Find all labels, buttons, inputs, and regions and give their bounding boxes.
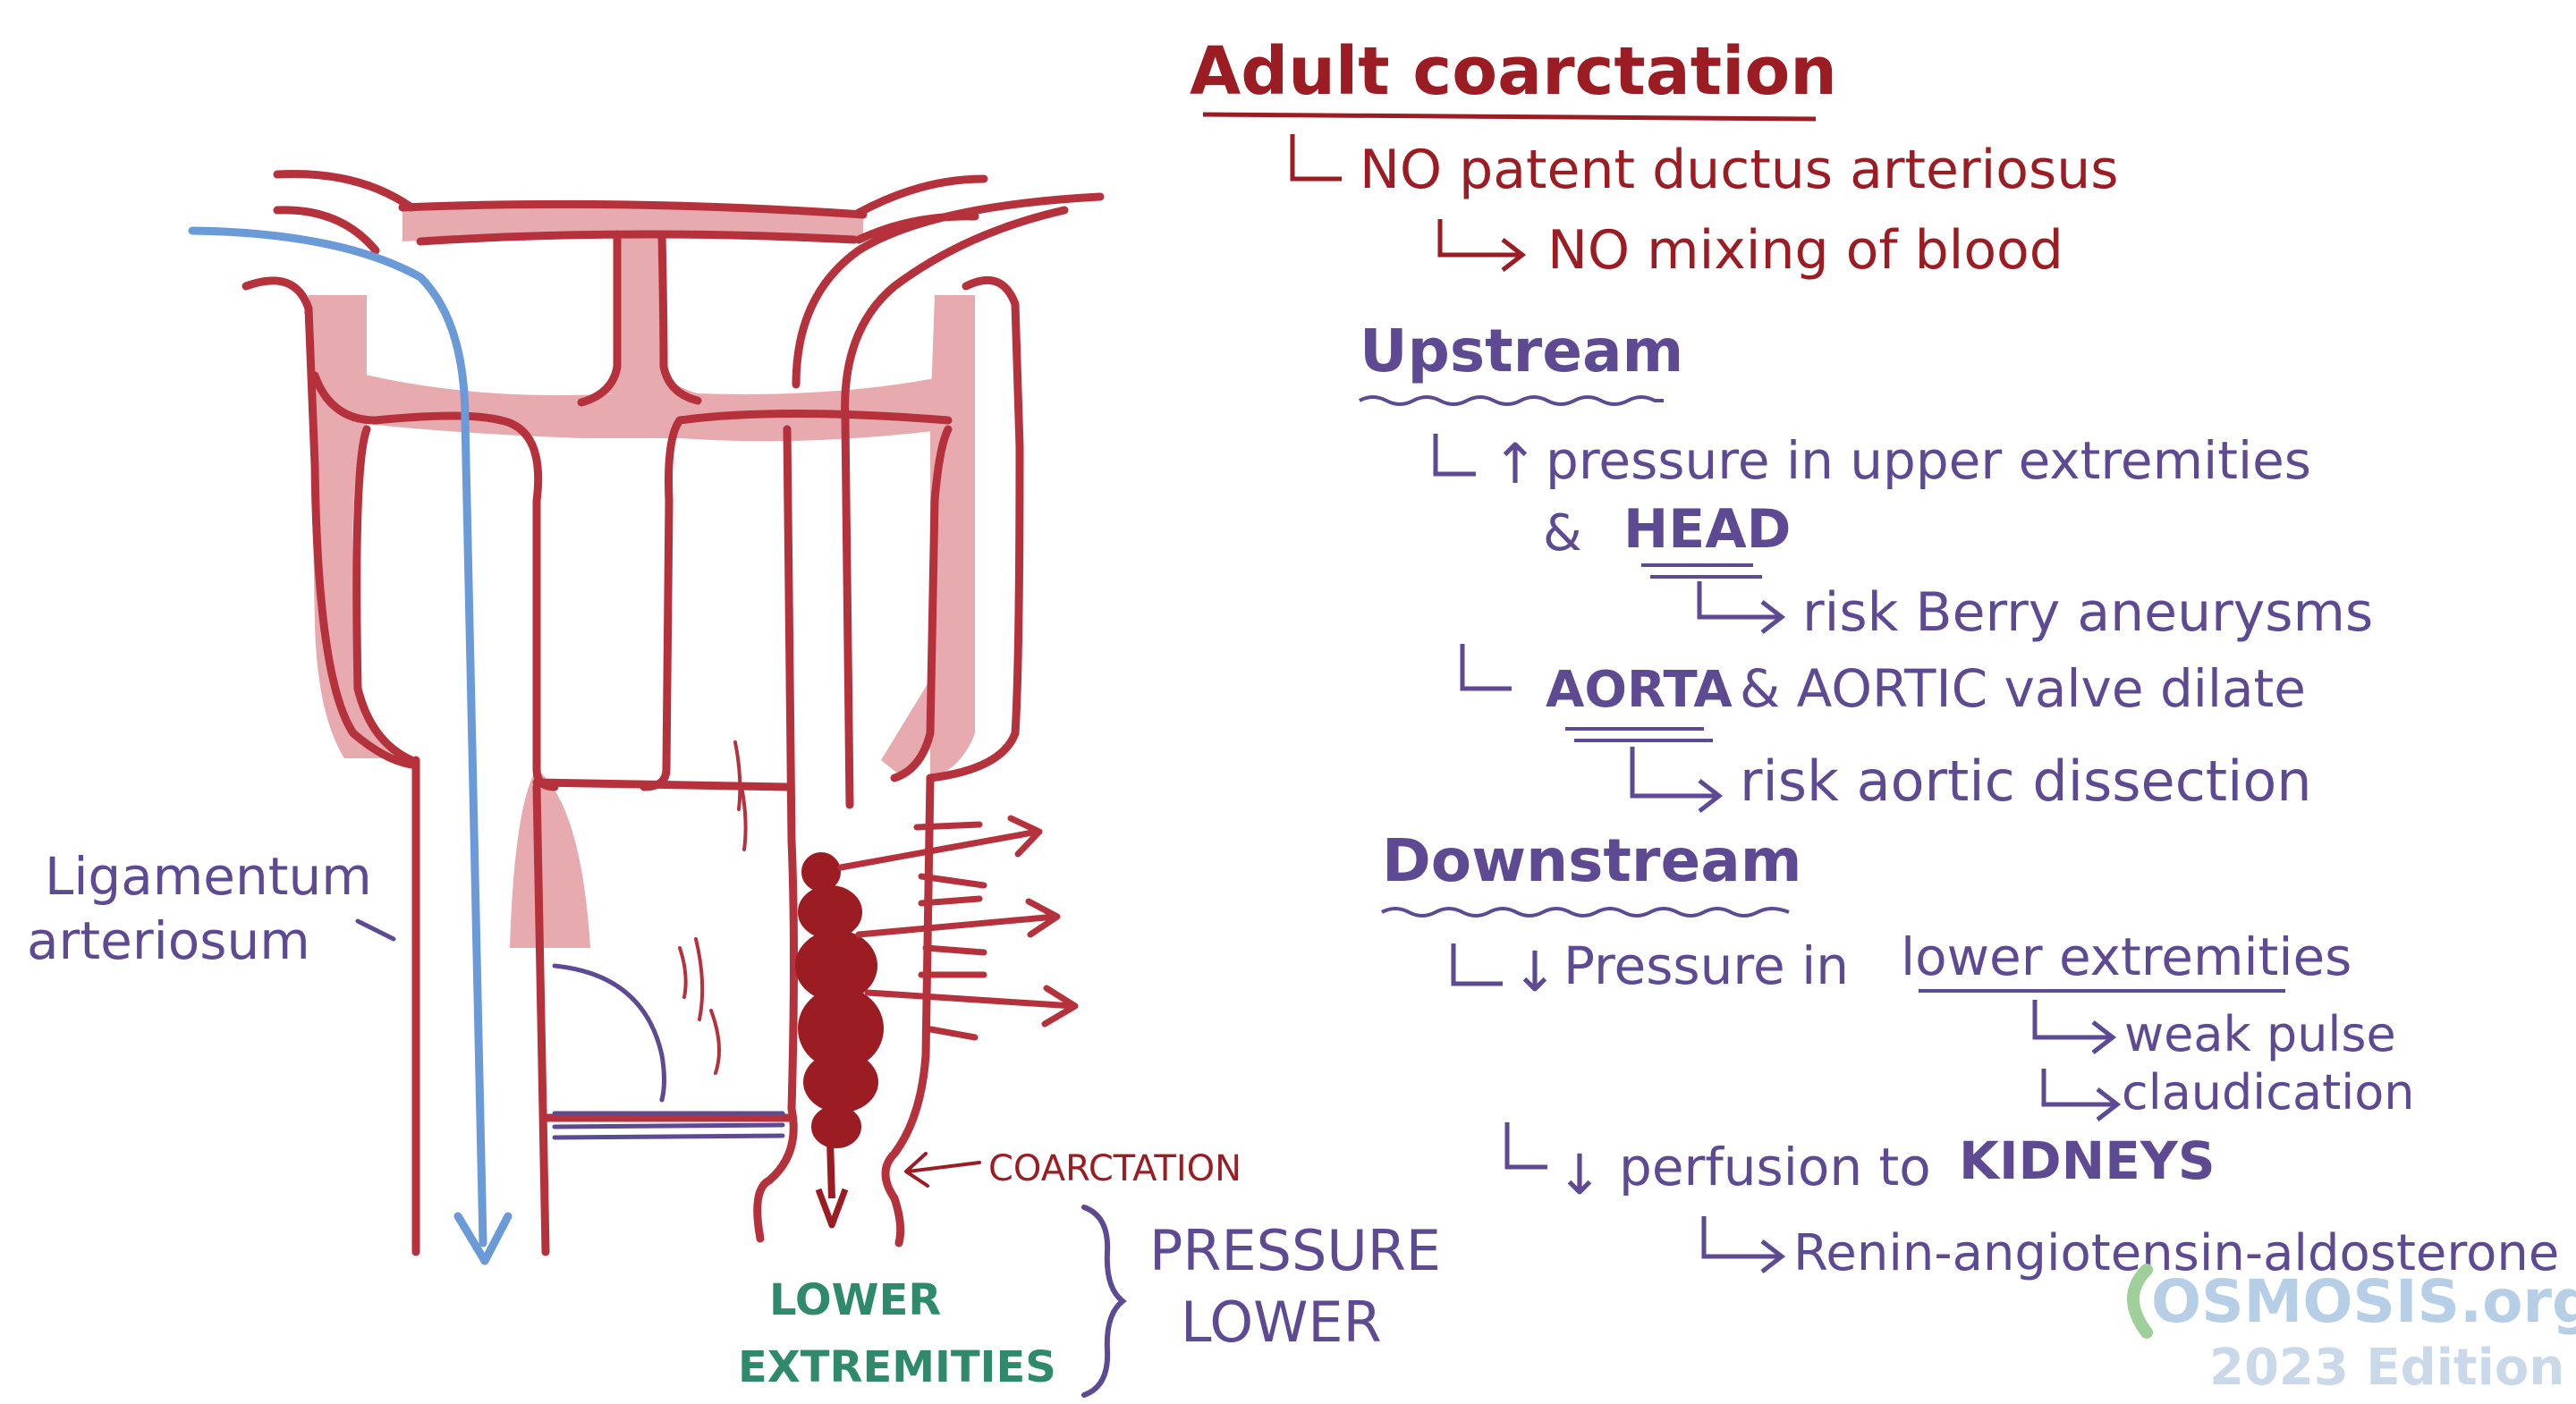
osmosis-logo-icon	[2127, 1264, 2153, 1339]
ligamentum-arteriosum	[355, 918, 785, 1140]
vessel-outlines	[242, 170, 1105, 1256]
head-underline	[1641, 563, 1762, 579]
downstream-underline	[1381, 907, 1790, 918]
lower-extremities-label-2: EXTREMITIES	[738, 1342, 1056, 1392]
pressure-lower-label-1: PRESSURE	[1149, 1218, 1441, 1283]
pressure-upper-note: pressure in upper extremities	[1546, 430, 2311, 491]
coarctation-pointer-arrow	[904, 1152, 981, 1188]
arrow-right-icon	[1701, 1216, 1786, 1273]
upstream-heading: Upstream	[1360, 317, 1683, 385]
vessel-fills	[309, 204, 975, 948]
branch-icon	[1460, 644, 1512, 691]
claudication-note: claudication	[2122, 1064, 2415, 1121]
arrow-right-icon	[1437, 219, 1527, 272]
aortic-valve-note: & AORTIC valve dilate	[1740, 658, 2306, 719]
arrow-right-icon	[2041, 1069, 2122, 1121]
lower-extremities-label-1: LOWER	[769, 1275, 941, 1325]
pressure-lower-note: Pressure in	[1563, 935, 1849, 996]
aorta-note: AORTA	[1546, 661, 1733, 719]
branch-icon	[1433, 434, 1476, 477]
turbulence-arrows	[837, 815, 1079, 1041]
arrow-right-icon	[1630, 747, 1724, 813]
aorta-underline	[1565, 727, 1713, 742]
no-mixing-note: NO mixing of blood	[1547, 219, 2063, 282]
blood-flow-arrow	[188, 226, 513, 1265]
branch-icon	[1290, 134, 1342, 182]
raas-note: Renin-angiotensin-aldosterone	[1793, 1224, 2559, 1282]
coarctation-label: COARCTATION	[988, 1148, 1241, 1189]
page-title: Adult coarctation	[1190, 33, 1837, 110]
title-underline	[1202, 112, 1817, 122]
watermark-brand: OSMOSIS.org	[2151, 1267, 2576, 1336]
no-pda-note: NO patent ductus arteriosus	[1360, 139, 2119, 201]
head-note: HEAD	[1623, 498, 1791, 561]
branch-icon	[1451, 943, 1503, 986]
upstream-underline	[1359, 395, 1664, 406]
downstream-heading: Downstream	[1382, 826, 1802, 895]
perfusion-note: perfusion to	[1619, 1137, 1931, 1197]
vessel-strain-marks	[678, 740, 748, 1075]
down-arrow-icon: ↓	[1512, 939, 1558, 1004]
branch-icon	[1504, 1122, 1547, 1170]
weak-pulse-note: weak pulse	[2124, 1006, 2396, 1062]
berry-aneurysm-note: risk Berry aneurysms	[1802, 581, 2373, 644]
ligamentum-label-2: arteriosum	[27, 910, 310, 971]
pressure-brace	[1081, 1205, 1127, 1398]
aortic-dissection-note: risk aortic dissection	[1740, 749, 2312, 814]
ampersand: &	[1543, 504, 1582, 562]
coarctation-narrowing	[795, 852, 884, 1229]
watermark-edition: 2023 Edition	[2209, 1339, 2564, 1397]
notes-panel: Adult coarctation NO patent ductus arter…	[1190, 33, 2559, 1282]
up-arrow-icon: ↑	[1492, 431, 1538, 496]
pressure-lower-label-2: LOWER	[1181, 1290, 1382, 1355]
ligamentum-label-1: Ligamentum	[45, 846, 372, 907]
down-arrow-icon: ↓	[1556, 1142, 1603, 1207]
vessel-illustration	[188, 170, 1127, 1398]
diagram-labels: Ligamentum arteriosum COARCTATION LOWER …	[27, 846, 1441, 1392]
watermark: OSMOSIS.org 2023 Edition	[2127, 1264, 2576, 1397]
arrow-right-icon	[1697, 581, 1786, 634]
arrow-right-icon	[2032, 1000, 2117, 1054]
kidneys-note: KIDNEYS	[1959, 1130, 2216, 1191]
lower-extremities-note: lower extremities	[1901, 926, 2351, 987]
